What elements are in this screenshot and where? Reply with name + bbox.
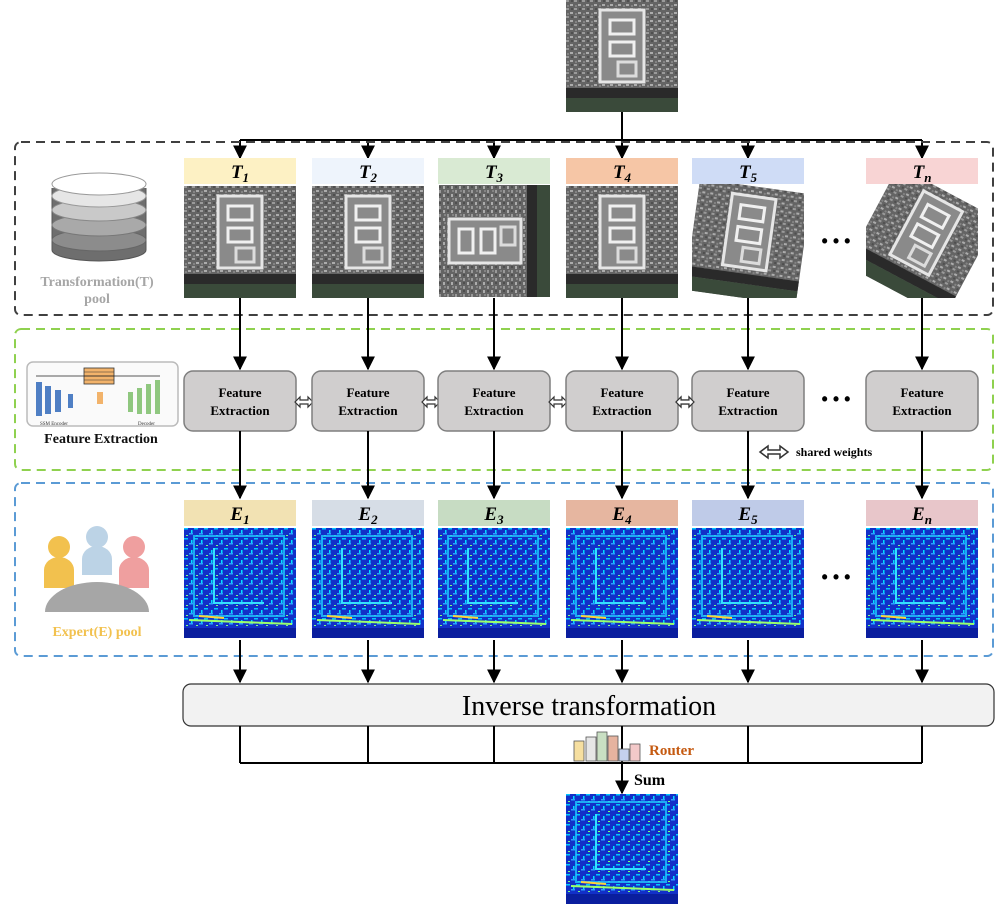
e-header-bg: [692, 500, 804, 526]
transformed-image: [566, 184, 678, 298]
feature-extraction-box: [183, 370, 297, 432]
fe-label-line2: Extraction: [718, 403, 778, 418]
feature-extraction-thumbnail: SSM Encoder Decoder: [26, 361, 179, 427]
transformed-image: [692, 184, 804, 298]
ellipsis-transformation: • • •: [822, 231, 851, 251]
fe-label-line2: Extraction: [210, 403, 270, 418]
sum-label: Sum: [634, 772, 666, 789]
transformation-pool-label: Transformation(T): [40, 275, 154, 290]
transformed-image: [438, 184, 550, 298]
shared-weights-label: shared weights: [796, 445, 872, 459]
e-header-bg: [312, 500, 424, 526]
expert-heatmap: [691, 527, 805, 639]
feature-extraction-label: Feature Extraction: [44, 432, 158, 447]
shared-weights-arrow: [675, 395, 695, 409]
inverse-transformation-box: [182, 683, 995, 727]
people-icon: [44, 526, 149, 612]
expert-heatmap: [565, 527, 679, 639]
ellipsis-expert: • • •: [822, 567, 851, 587]
expert-pool-border: [14, 482, 994, 657]
t-header-bg: [566, 158, 678, 184]
fe-label-line1: Feature: [218, 385, 261, 400]
shared-weights-arrow: [294, 395, 314, 409]
shared-weights-arrow: [548, 395, 568, 409]
fe-label-line1: Feature: [726, 385, 769, 400]
transformed-image: [866, 184, 978, 298]
output-heatmap: [565, 793, 679, 905]
expert-heatmap: [437, 527, 551, 639]
feature-pool-border: [14, 328, 994, 471]
fe-label-line2: Extraction: [464, 403, 524, 418]
t-header-bg: [184, 158, 296, 184]
t-header-bg: [312, 158, 424, 184]
e-header-bg: [184, 500, 296, 526]
feature-extraction-box: [437, 370, 551, 432]
feature-extraction-box: [691, 370, 805, 432]
transformed-image: [184, 184, 296, 298]
expert-heatmap: [865, 527, 979, 639]
fe-label-line2: Extraction: [338, 403, 398, 418]
transformation-pool-border: [14, 141, 994, 316]
transformation-pool-label-line2: pool: [84, 292, 110, 307]
feature-extraction-box: [311, 370, 425, 432]
fe-label-line2: Extraction: [892, 403, 952, 418]
fe-label-line1: Feature: [600, 385, 643, 400]
router-histogram-icon: [573, 731, 641, 762]
fe-thumb-encoder-label: SSM Encoder: [40, 422, 68, 427]
expert-pool-label: Expert(E) pool: [52, 625, 141, 640]
t-header-bg: [692, 158, 804, 184]
feature-extraction-box: [865, 370, 979, 432]
e-header-bg: [866, 500, 978, 526]
transformed-image: [312, 184, 424, 298]
router-label: Router: [649, 743, 694, 759]
e-header-bg: [566, 500, 678, 526]
fe-label-line2: Extraction: [592, 403, 652, 418]
t-header-bg: [866, 158, 978, 184]
ellipsis-feature: • • •: [822, 389, 851, 409]
fe-label-line1: Feature: [472, 385, 515, 400]
e-header-bg: [438, 500, 550, 526]
t-header-bg: [438, 158, 550, 184]
shared-weights-icon: [758, 444, 790, 460]
distribution-bus: [233, 112, 929, 160]
fe-label-line1: Feature: [900, 385, 943, 400]
fe-label-line1: Feature: [346, 385, 389, 400]
input-image: [564, 0, 680, 114]
expert-heatmap: [311, 527, 425, 639]
database-icon: [51, 172, 147, 262]
fe-thumb-decoder-label: Decoder: [138, 422, 155, 427]
feature-extraction-box: [565, 370, 679, 432]
inverse-transformation-label: Inverse transformation: [462, 691, 716, 722]
expert-heatmap: [183, 527, 297, 639]
